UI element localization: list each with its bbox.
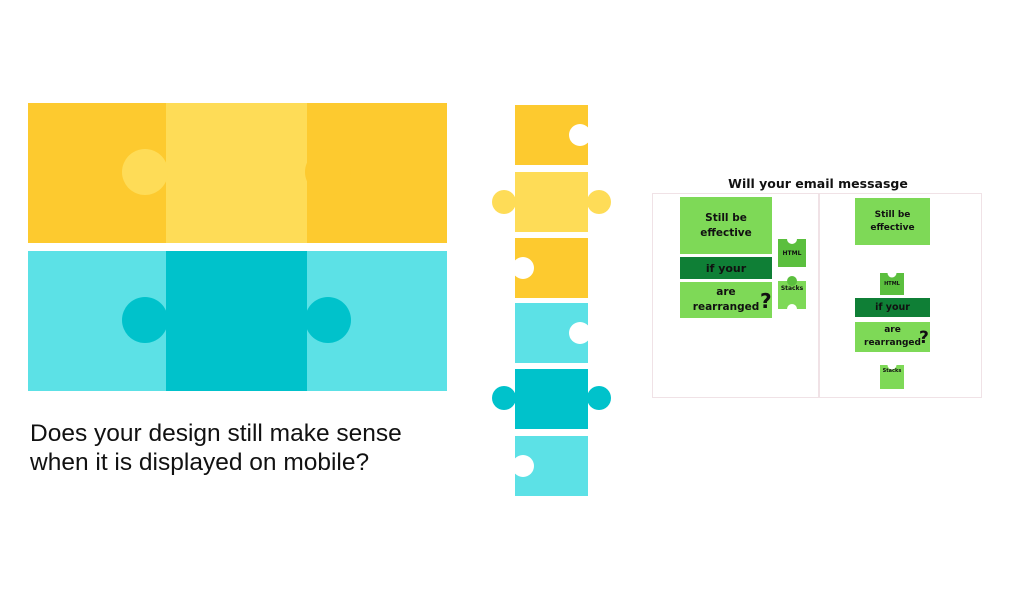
puzzle-stack-piece-5 [515, 369, 588, 429]
puzzle-row-cyan [28, 251, 447, 391]
desktop-piece-stacks-label: Stacks [780, 285, 804, 292]
question-line-1: Does your design still make sense [30, 420, 402, 447]
puzzle-knob-cyan-right [305, 297, 351, 343]
puzzle-stack-knob-5-right [587, 386, 611, 410]
puzzle-stack-knob-2-left [492, 190, 516, 214]
puzzle-knob-yellow-right [305, 149, 351, 195]
puzzle-stack-knob-2-right [587, 190, 611, 214]
puzzle-knob-cyan-left [122, 297, 168, 343]
mobile-box-if-your: if your [855, 298, 930, 317]
puzzle-stack-piece-2 [515, 172, 588, 232]
green-piece-html-mobile [880, 268, 904, 295]
desktop-piece-html-label: HTML [782, 250, 802, 257]
puzzle-knob-yellow-left [122, 149, 168, 195]
mobile-question-mark: ? [919, 328, 929, 348]
puzzle-stack-notch-4 [569, 322, 591, 344]
puzzle-piece-cyan-middle [166, 251, 307, 391]
desktop-box-if-your: if your [680, 257, 772, 279]
email-panel-divider [818, 193, 820, 398]
green-piece-html-desktop [778, 234, 806, 267]
puzzle-stack-notch-6 [512, 455, 534, 477]
email-panel-frame [652, 193, 982, 398]
green-piece-stacks-mobile [880, 360, 904, 389]
mobile-box-still-effective: Still be effective [855, 198, 930, 245]
puzzle-stack-knob-5-left [492, 386, 516, 410]
question-text: Does your design still make sense when i… [30, 419, 450, 477]
puzzle-stack-notch-3 [512, 257, 534, 279]
desktop-box-rearranged: are rearranged [680, 282, 772, 318]
email-panel-title: Will your email messasge [728, 176, 908, 191]
puzzle-column-mobile [492, 105, 611, 496]
puzzle-row-yellow [28, 103, 447, 243]
desktop-question-mark: ? [760, 289, 772, 313]
puzzle-piece-yellow-middle [166, 103, 307, 243]
mobile-piece-html-label: HTML [884, 281, 900, 287]
green-piece-stacks-desktop [778, 276, 806, 314]
desktop-box-still-effective: Still be effective [680, 197, 772, 254]
mobile-piece-stacks-label: Stacks [882, 368, 902, 374]
puzzle-stack-notch-1 [569, 124, 591, 146]
question-line-2: when it is displayed on mobile? [30, 449, 370, 476]
mobile-box-rearranged: are rearranged [855, 322, 930, 352]
